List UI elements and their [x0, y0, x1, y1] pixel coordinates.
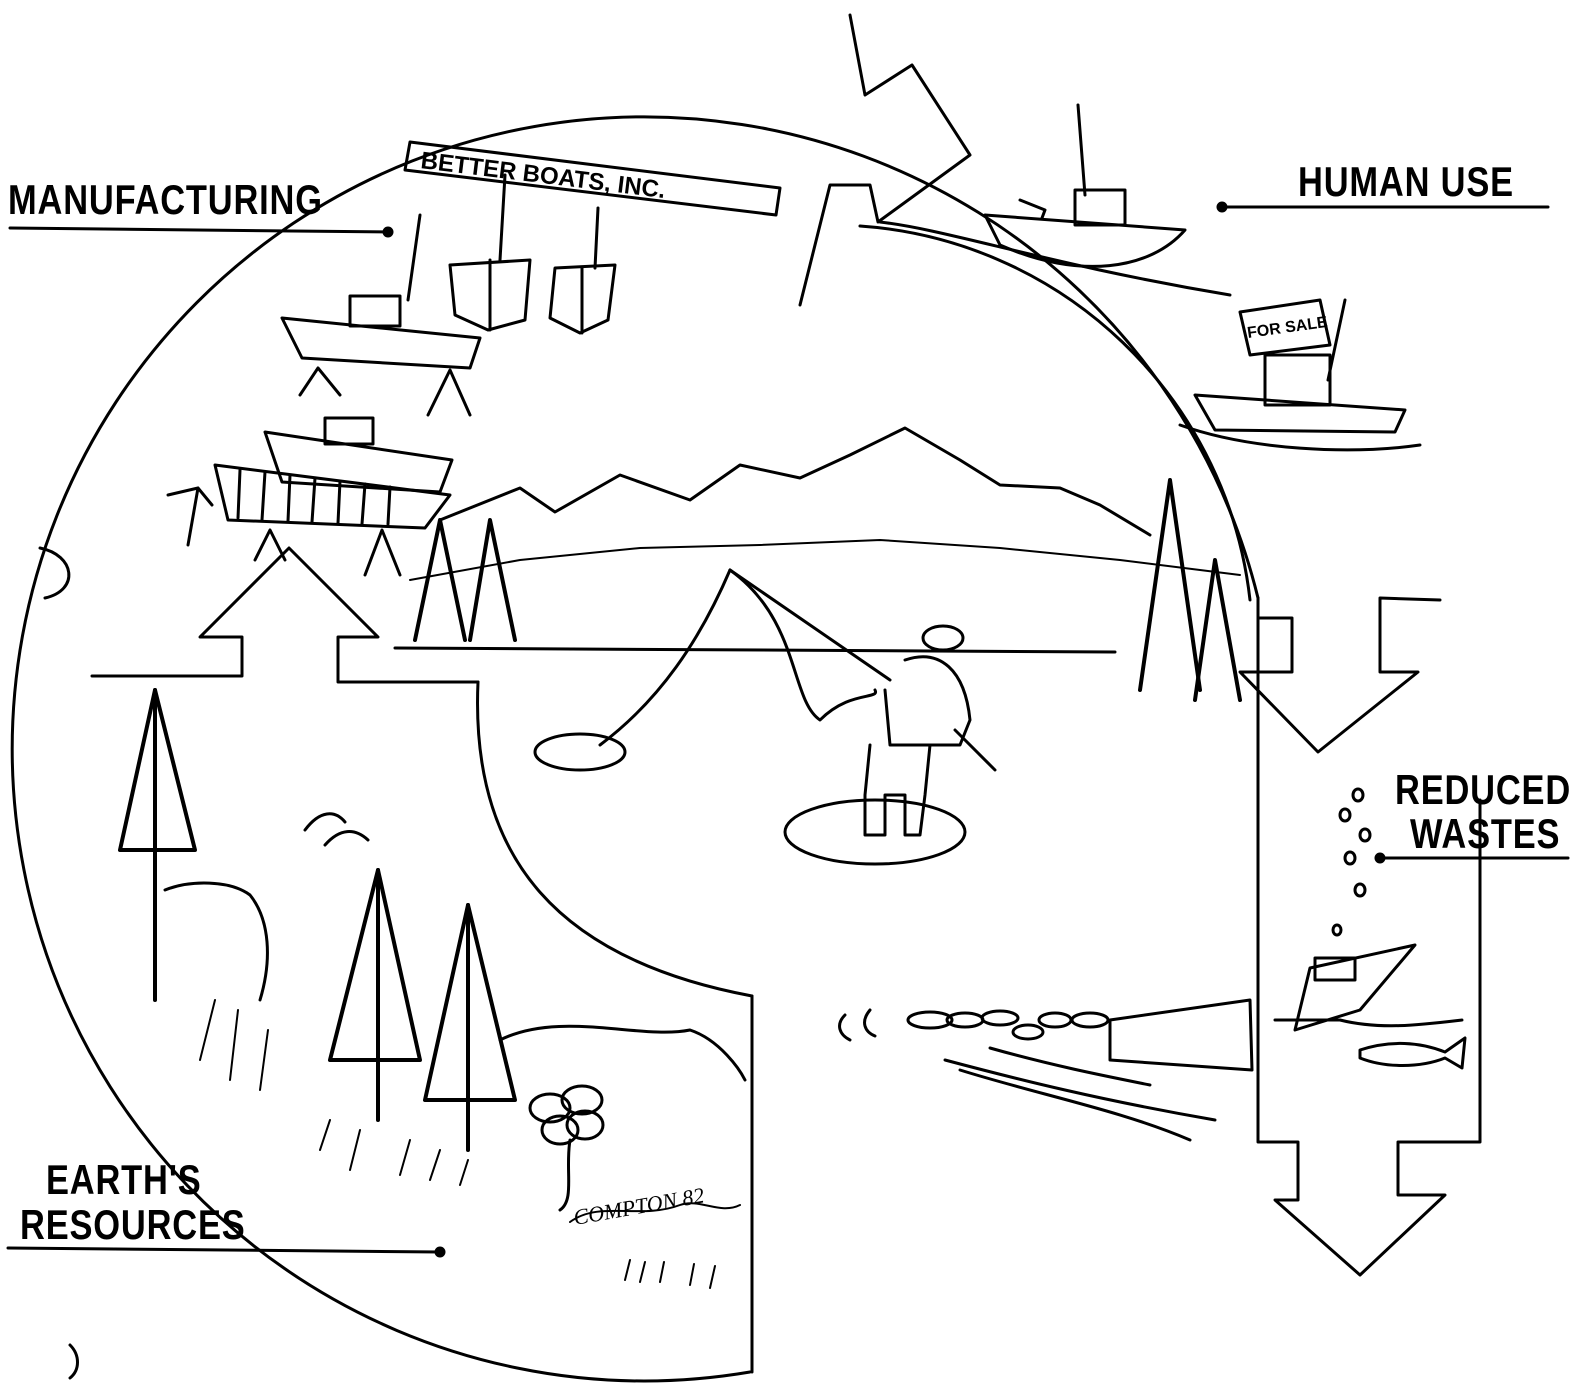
sunken-boat — [1273, 943, 1464, 1032]
distant-hills — [498, 1024, 747, 1082]
waste-drops — [1331, 787, 1372, 937]
stray-mark-1 — [38, 546, 71, 600]
tree-line — [413, 478, 1242, 702]
boat-front-view-2 — [548, 263, 617, 335]
cycle-inner-ring — [858, 224, 1252, 602]
boat-company-sign-text: BETTER BOATS, INC. — [419, 147, 667, 204]
boat-in-use — [878, 103, 1232, 297]
stray-mark-2 — [68, 1343, 79, 1380]
cycle-outer-ring — [10, 115, 1260, 1383]
boulder — [163, 881, 269, 1002]
boat-front-view-1 — [448, 258, 532, 332]
fish — [1358, 1036, 1467, 1070]
boat-for-sale — [1178, 298, 1422, 452]
boat-company-sign — [403, 140, 782, 270]
earths-resources-leader — [6, 1246, 442, 1254]
boat-on-stands — [280, 213, 482, 417]
reduced-wastes-label-line1: REDUCED — [1395, 766, 1572, 813]
mountain-range — [438, 426, 1152, 537]
stream-rocks — [838, 998, 1254, 1142]
manufacturing-leader — [8, 226, 390, 234]
birds — [303, 812, 370, 847]
cycle-inner-arc-lower — [476, 680, 754, 998]
down-arrow-upper — [1238, 596, 1442, 754]
for-sale-sign-text: FOR SALE — [1246, 314, 1329, 342]
manufacturing-label: MANUFACTURING — [8, 176, 323, 223]
earths-resources-label-line1: EARTH'S — [46, 1156, 202, 1203]
tall-pine-left — [118, 688, 197, 1002]
earths-resources-label-line2: RESOURCES — [20, 1201, 246, 1248]
flower — [528, 1084, 605, 1212]
human-use-label: HUMAN USE — [1298, 158, 1514, 205]
grass-tufts — [199, 999, 716, 1289]
up-arrow — [90, 546, 480, 684]
tree-line-band — [409, 539, 1241, 581]
right-arrow — [798, 13, 972, 307]
waste-channel — [1256, 616, 1482, 1277]
shoreline — [393, 646, 1117, 654]
reduced-wastes-label-line2: WASTES — [1410, 810, 1561, 857]
pine-tree-pair — [328, 868, 517, 1152]
signature-mark — [569, 1202, 741, 1223]
boat-hull-under-construction — [166, 416, 454, 577]
artist-signature: COMPTON 82 — [572, 1182, 707, 1230]
fisherman — [533, 568, 997, 866]
